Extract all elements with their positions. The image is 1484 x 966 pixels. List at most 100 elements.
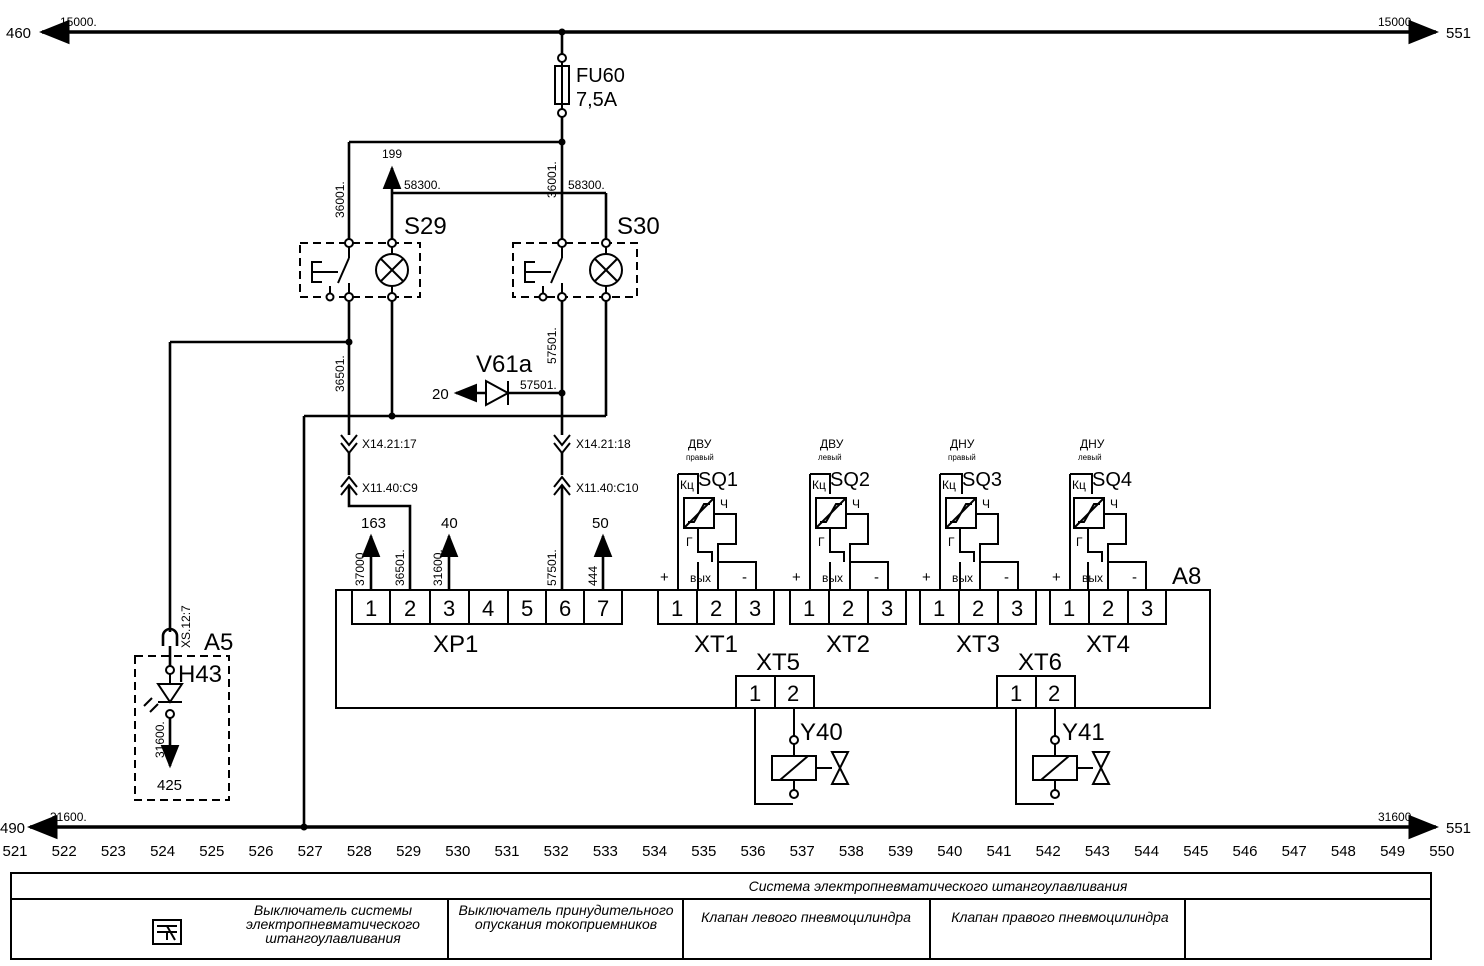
s29-up-ref: 199 xyxy=(382,147,402,161)
y40-label: Y40 xyxy=(800,719,843,746)
xt2-pin-3: 3 xyxy=(881,596,893,621)
sq2-minus: - xyxy=(874,569,879,586)
column-number: 540 xyxy=(937,843,962,860)
sq2-ku: Кц xyxy=(812,478,826,492)
column-number: 550 xyxy=(1429,843,1454,860)
fuse-fu60: FU60 7,5A xyxy=(554,28,625,146)
title-block: Система электропневматического штангоула… xyxy=(10,872,1432,960)
xt3-pin-1: 1 xyxy=(933,596,945,621)
sq4-out: вых xyxy=(1082,571,1103,585)
xt1-block: 1 2 3 XT1 xyxy=(657,589,775,658)
xt6-pin-1: 1 xyxy=(1010,681,1022,706)
xp1-pin-5: 5 xyxy=(521,596,533,621)
column-number: 534 xyxy=(642,843,667,860)
xp1-pin-3: 3 xyxy=(443,596,455,621)
xt4-pin-1: 1 xyxy=(1063,596,1075,621)
column-number: 524 xyxy=(150,843,175,860)
bottom-bus-right-wire: 31600. xyxy=(1378,810,1415,824)
sq3-out: вых xyxy=(952,571,973,585)
column-number: 538 xyxy=(839,843,864,860)
xt4-pin-2: 2 xyxy=(1102,596,1114,621)
column-number: 546 xyxy=(1232,843,1257,860)
sq4-ku: Кц xyxy=(1072,478,1086,492)
xt4-label: XT4 xyxy=(1086,631,1130,658)
column-number: 531 xyxy=(494,843,519,860)
sq3-title: ДНУ xyxy=(950,437,975,451)
s29-wire-left: 36001. xyxy=(333,181,347,218)
xt6-pin-2: 2 xyxy=(1048,681,1060,706)
xp1-wire-3: 31600. xyxy=(431,549,445,586)
connector-2-bottom: X11.40:C10 xyxy=(576,481,639,495)
fuse-rating: 7,5A xyxy=(576,89,618,111)
column-number: 535 xyxy=(691,843,716,860)
sq4-plus: + xyxy=(1052,569,1061,586)
top-bus: 460 551 15000. 15000. xyxy=(6,15,1471,45)
column-number: 530 xyxy=(445,843,470,860)
sq2-name: SQ2 xyxy=(830,469,870,491)
fuse-name: FU60 xyxy=(576,65,625,87)
sq2-ch: Ч xyxy=(852,497,860,511)
xp1-pin-1: 1 xyxy=(365,596,377,621)
xt6-label: XT6 xyxy=(1018,649,1062,676)
xt2-pin-1: 1 xyxy=(803,596,815,621)
connector-1-top: X14.21:17 xyxy=(362,437,417,451)
sq1-ku: Кц xyxy=(680,478,694,492)
xt2-label: XT2 xyxy=(826,631,870,658)
column-number: 544 xyxy=(1134,843,1159,860)
y41-label: Y41 xyxy=(1062,719,1105,746)
s29-wire-right: 58300. xyxy=(404,178,441,192)
sq2-out: вых xyxy=(822,571,843,585)
connector-x14-17: X14.21:17 X11.40:C9 xyxy=(340,434,418,496)
title-cell-4: Клапан правого пневмоцилиндра xyxy=(951,909,1169,925)
switch-symbol-icon xyxy=(152,919,182,945)
xt2-pin-2: 2 xyxy=(842,596,854,621)
s30-wire-left: 36001. xyxy=(545,161,559,198)
column-number: 529 xyxy=(396,843,421,860)
module-a8-label: A8 xyxy=(1172,563,1201,590)
bottom-bus-right-ref: 551 xyxy=(1446,820,1471,837)
column-number: 548 xyxy=(1331,843,1356,860)
xt4-pin-3: 3 xyxy=(1141,596,1153,621)
bottom-bus: 490 551 31600. 31600. xyxy=(0,810,1471,840)
switch-s30: S30 xyxy=(512,213,660,302)
sq3-ku: Кц xyxy=(942,478,956,492)
sq3-sub: правый xyxy=(948,453,976,462)
column-number: 543 xyxy=(1085,843,1110,860)
s29-wire-down: 36501. xyxy=(333,355,347,392)
column-number: 541 xyxy=(986,843,1011,860)
indicator-a5: A5 H43 XS.12:7 31600. 425 xyxy=(134,605,233,801)
diode-ref: 20 xyxy=(432,386,449,403)
xp1-ref-40: 40 xyxy=(441,515,458,532)
xs-label: XS.12:7 xyxy=(179,605,193,648)
sq1-sub: правый xyxy=(686,453,714,462)
xp1-wire-7: 444 xyxy=(586,566,600,586)
xp1-pin-2: 2 xyxy=(404,596,416,621)
column-number: 533 xyxy=(593,843,618,860)
title-cell-1: Выключатель системы электропневматическо… xyxy=(246,903,420,946)
sensor-sq1: ДВУ правый SQ1 Кц Ч Г + вых - xyxy=(660,437,757,590)
title-cell-2: Выключатель принудительного опускания то… xyxy=(458,903,674,932)
column-number: 549 xyxy=(1380,843,1405,860)
sq1-g: Г xyxy=(686,535,693,549)
top-bus-left-ref: 460 xyxy=(6,25,31,42)
column-number: 522 xyxy=(52,843,77,860)
column-number: 523 xyxy=(101,843,126,860)
h43-label: H43 xyxy=(178,661,222,688)
title-block-heading: Система электропневматического штангоула… xyxy=(749,878,1128,894)
connector-2-top: X14.21:18 xyxy=(576,437,631,451)
xt5-label: XT5 xyxy=(756,649,800,676)
connector-x14-18: X14.21:18 X11.40:C10 xyxy=(553,434,639,496)
xt3-block: 1 2 3 XT3 xyxy=(919,589,1037,658)
column-number: 528 xyxy=(347,843,372,860)
column-number: 536 xyxy=(740,843,765,860)
sensor-sq3: ДНУ правый SQ3 Кц Ч Г + вых - xyxy=(922,437,1019,590)
sq4-ch: Ч xyxy=(1110,497,1118,511)
xp1-ref-50: 50 xyxy=(592,515,609,532)
column-number: 532 xyxy=(544,843,569,860)
xp1-ref-163: 163 xyxy=(361,515,386,532)
connector-1-bottom: X11.40:C9 xyxy=(362,481,418,495)
xt5-pin-1: 1 xyxy=(749,681,761,706)
xt4-block: 1 2 3 XT4 xyxy=(1049,589,1167,658)
